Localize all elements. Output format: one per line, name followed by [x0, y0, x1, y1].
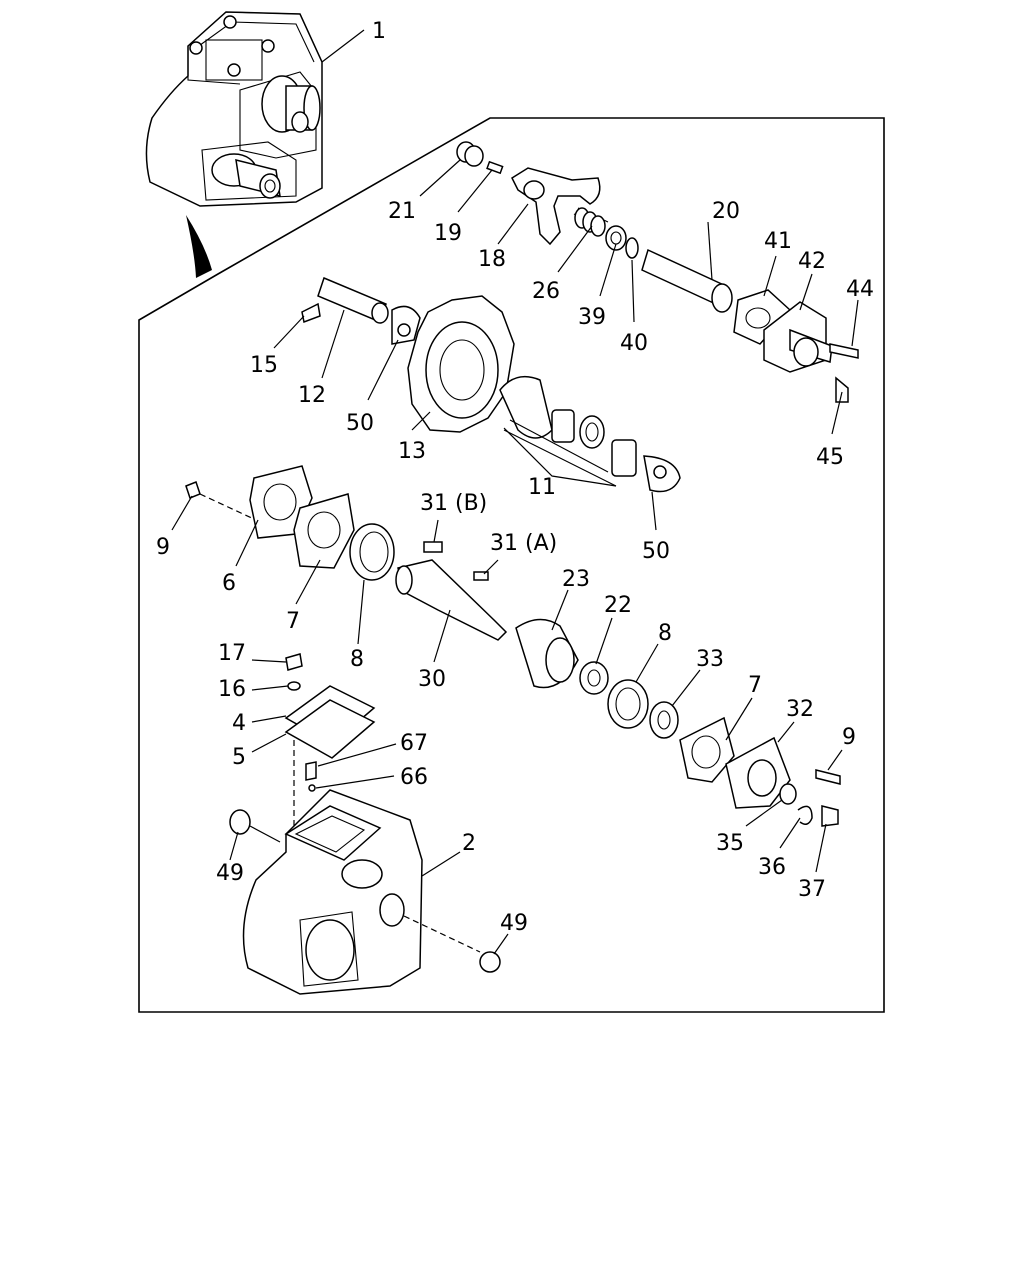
- callout-42: 42: [798, 249, 826, 274]
- callout-50-lower: 50: [642, 539, 670, 564]
- callout-7-left: 7: [286, 609, 300, 634]
- callout-67: 67: [400, 731, 428, 756]
- callout-6: 6: [222, 571, 236, 596]
- shift-fork-group: [456, 141, 859, 403]
- detail-frame: [138, 117, 885, 1013]
- callout-23: 23: [562, 567, 590, 592]
- callout-13: 13: [398, 439, 426, 464]
- leader-lines: [171, 29, 859, 955]
- callout-44: 44: [846, 277, 874, 302]
- callout-12: 12: [298, 383, 326, 408]
- callout-11: 11: [528, 475, 556, 500]
- callout-30: 30: [418, 667, 446, 692]
- callout-15: 15: [250, 353, 278, 378]
- callout-8-left: 8: [350, 647, 364, 672]
- callout-41: 41: [764, 229, 792, 254]
- main-shaft-group: [185, 465, 841, 827]
- callout-22: 22: [604, 593, 632, 618]
- callout-20: 20: [712, 199, 740, 224]
- callout-17: 17: [218, 641, 246, 666]
- callout-9-left: 9: [156, 535, 170, 560]
- callout-39: 39: [578, 305, 606, 330]
- callout-labels: 1 21 19 18 20 26 39 40 41 42 44 45 15 12…: [156, 19, 874, 936]
- callout-5: 5: [232, 745, 246, 770]
- callout-32: 32: [786, 697, 814, 722]
- callout-31b: 31 (B): [420, 491, 487, 516]
- callout-45: 45: [816, 445, 844, 470]
- callout-16: 16: [218, 677, 246, 702]
- pointer-arrow: [186, 215, 212, 278]
- callout-36: 36: [758, 855, 786, 880]
- callout-49-right: 49: [500, 911, 528, 936]
- callout-37: 37: [798, 877, 826, 902]
- callout-2: 2: [462, 831, 476, 856]
- callout-33: 33: [696, 647, 724, 672]
- callout-50-upper: 50: [346, 411, 374, 436]
- callout-4: 4: [232, 711, 246, 736]
- callout-7-right: 7: [748, 673, 762, 698]
- callout-8-right: 8: [658, 621, 672, 646]
- callout-40: 40: [620, 331, 648, 356]
- callout-1: 1: [372, 19, 386, 44]
- callout-9-right: 9: [842, 725, 856, 750]
- callout-31a: 31 (A): [490, 531, 557, 556]
- callout-18: 18: [478, 247, 506, 272]
- overview-assembly: [145, 11, 323, 207]
- callout-49-left: 49: [216, 861, 244, 886]
- callout-21: 21: [388, 199, 416, 224]
- idler-gear-group: [301, 276, 681, 493]
- callout-66: 66: [400, 765, 428, 790]
- housing-group: [229, 653, 501, 995]
- callout-19: 19: [434, 221, 462, 246]
- callout-35: 35: [716, 831, 744, 856]
- callout-26: 26: [532, 279, 560, 304]
